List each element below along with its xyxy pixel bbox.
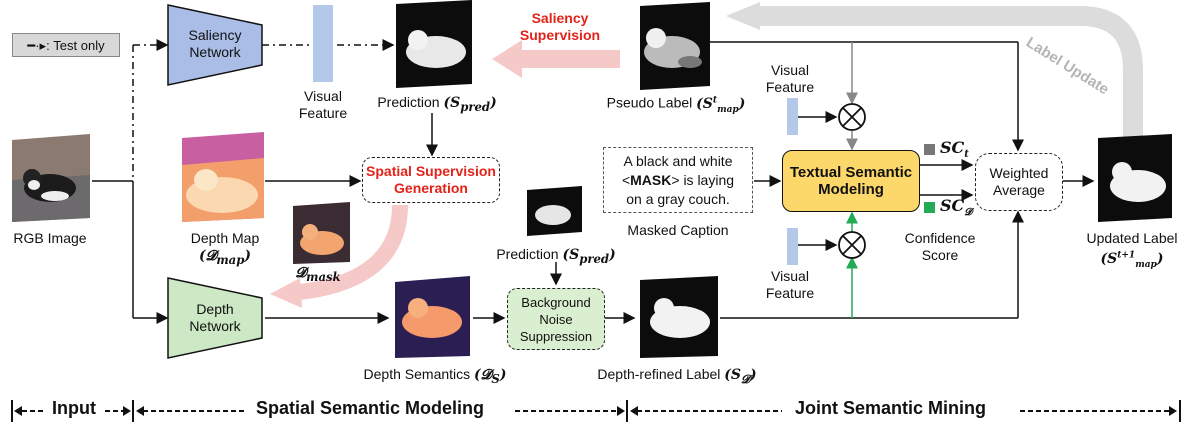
section-joint-semantic-mining: Joint Semantic Mining <box>795 398 987 418</box>
depth-network-label: Depth Network <box>189 301 241 334</box>
label-update-arrow <box>760 6 1143 138</box>
rgb-image-thumb <box>12 134 90 222</box>
visual-feature-bar-1 <box>313 5 333 82</box>
weighted-average-box: Weighted Average <box>975 153 1063 211</box>
confidence-score-label: Confidence Score <box>904 230 976 263</box>
depth-mask-label: 𝓓mask <box>295 265 341 284</box>
section-input: Input <box>52 398 96 418</box>
depth-network-shape <box>167 277 263 359</box>
pseudo-label-label: Pseudo Label (Stmap) <box>606 94 746 115</box>
sc-t-label: SCt <box>940 138 969 161</box>
visual-feature-label-2: Visual Feature <box>765 62 815 95</box>
sc-d-label: SC𝓓 <box>940 196 972 219</box>
saliency-supervision-label: Saliency Supervision <box>519 10 601 43</box>
visual-feature-bar-2 <box>787 98 798 135</box>
multiply-node-bottom <box>838 231 866 259</box>
updated-label-thumb <box>1098 134 1172 222</box>
depth-map-thumb <box>182 132 264 222</box>
prediction-top-thumb <box>396 0 472 88</box>
textual-semantic-modeling-box: Textual Semantic Modeling <box>782 150 920 212</box>
sc-t-square <box>924 144 935 155</box>
depth-refined-thumb <box>640 276 718 358</box>
depth-semantics-thumb <box>395 276 470 358</box>
visual-feature-bar-3 <box>787 228 798 265</box>
multiply-node-top <box>838 103 866 131</box>
masked-caption-box: A black and white <MASK> is laying on a … <box>603 147 753 213</box>
visual-feature-label-1: Visual Feature <box>298 88 348 121</box>
legend-test-only: ━·▸: Test only <box>12 33 120 57</box>
rgb-image-label: RGB Image <box>13 230 87 246</box>
depth-refined-label: Depth-refined Label (S𝓓) <box>597 366 757 386</box>
spatial-supervision-box: Spatial Supervision Generation <box>362 157 500 203</box>
saliency-network-shape <box>167 4 263 86</box>
section-spatial-semantic-modeling: Spatial Semantic Modeling <box>256 398 485 418</box>
masked-caption-label: Masked Caption <box>627 222 729 238</box>
depth-semantics-label: Depth Semantics (𝓓S) <box>363 366 507 386</box>
pseudo-label-thumb <box>640 2 710 90</box>
prediction-small-thumb <box>527 186 582 236</box>
background-noise-suppression-box: Background Noise Suppression <box>507 288 605 350</box>
updated-label-label: Updated Label (St+1map) <box>1086 230 1178 270</box>
saliency-network-label: Saliency Network <box>188 27 242 60</box>
sc-d-square <box>924 202 935 213</box>
legend-text: Test only <box>53 37 105 53</box>
depth-mask-thumb <box>293 202 350 264</box>
prediction-top-label: Prediction (Spred) <box>377 94 497 114</box>
depth-map-label: Depth Map (𝓓map) <box>190 230 260 267</box>
dash-dot-arrow-icon: ━·▸: <box>27 37 54 53</box>
prediction-small-label: Prediction (Spred) <box>496 246 616 266</box>
visual-feature-label-3: Visual Feature <box>765 268 815 301</box>
